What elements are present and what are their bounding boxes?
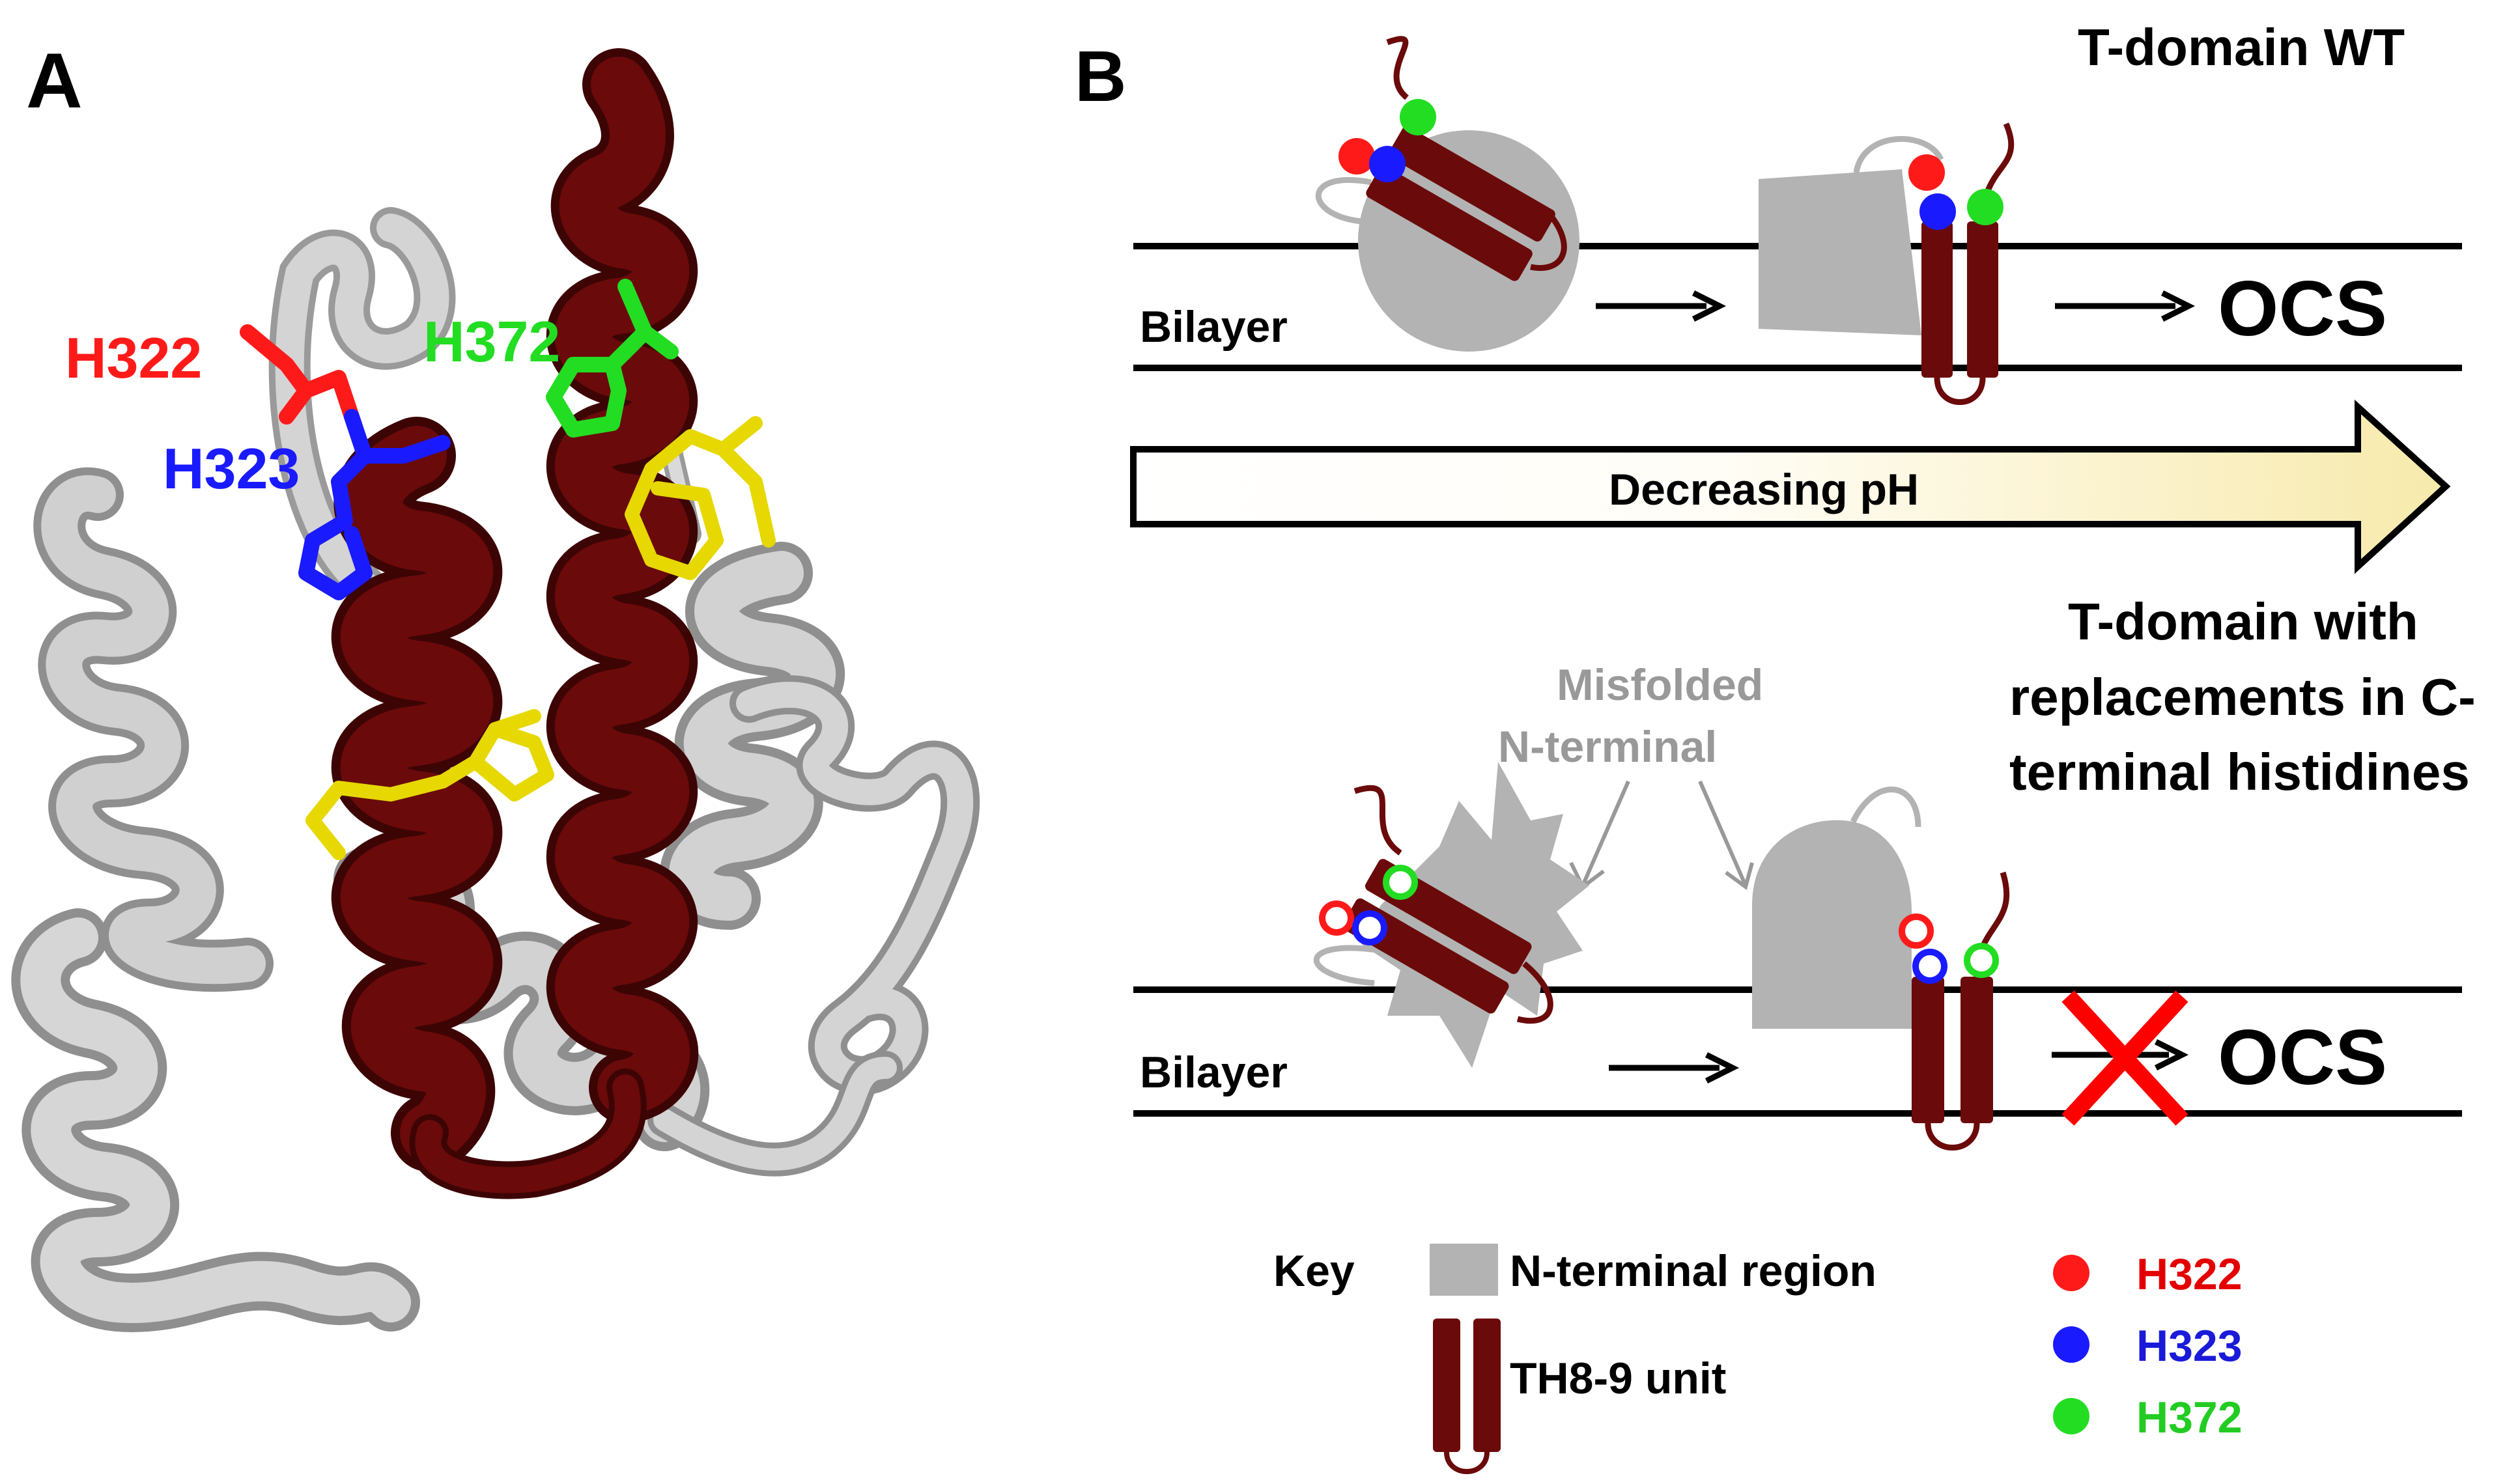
mut-green-ring-1 xyxy=(1383,865,1418,900)
blocked-x xyxy=(2061,990,2188,1126)
key-n-terminal-label: N-terminal region xyxy=(1510,1246,1876,1296)
wt-inserted-state xyxy=(1759,122,2015,405)
mutant-title-line-2: replacements in C- xyxy=(2009,668,2476,726)
yellow-side-chains xyxy=(305,416,776,860)
misfolded-line-2: N-terminal xyxy=(1498,722,1717,772)
misfolded-line-1: Misfolded xyxy=(1557,660,1763,710)
mutant-title: T-domain with replacements in C- termina… xyxy=(2009,593,2476,801)
wt-title: T-domain WT xyxy=(2078,18,2405,76)
key-green-dot xyxy=(2053,1398,2089,1434)
bilayer-top-label: Bilayer xyxy=(1140,302,1288,352)
wt-green-dot-1 xyxy=(1400,99,1436,135)
wt-green-dot-2 xyxy=(1967,189,2003,225)
panel-b: B T-domain WT Bilayer xyxy=(1075,18,2476,1474)
decreasing-ph-label: Decreasing pH xyxy=(1609,465,1919,514)
protein-gray-ribbons xyxy=(11,207,980,1332)
label-h323: H323 xyxy=(163,436,300,501)
wt-folded-state xyxy=(1315,36,1579,352)
wt-blue-dot-2 xyxy=(1919,193,1956,230)
label-h372: H372 xyxy=(423,309,560,374)
key-h322: H322 xyxy=(2136,1250,2243,1299)
bilayer-bottom-label: Bilayer xyxy=(1140,1048,1288,1097)
key-th89-label: TH8-9 unit xyxy=(1510,1354,1726,1403)
mutant-title-line-1: T-domain with xyxy=(2068,593,2418,650)
h323-side-chain xyxy=(298,409,373,600)
panel-a: A xyxy=(11,37,980,1332)
label-h322: H322 xyxy=(65,326,202,390)
mutant-inserted-state xyxy=(1752,787,2010,1151)
mutant-misfolded-state xyxy=(1313,762,1589,1068)
wt-blue-dot-1 xyxy=(1369,146,1406,182)
mut-green-ring-2 xyxy=(1964,943,1999,978)
key-blue-dot xyxy=(2053,1326,2089,1363)
key-red-dot xyxy=(2053,1255,2089,1291)
his-side-chains xyxy=(240,279,679,600)
mut-blue-ring-1 xyxy=(1352,910,1387,945)
wt-ocs: OCS xyxy=(2218,265,2387,352)
key-h323: H323 xyxy=(2136,1321,2243,1371)
wt-red-dot-2 xyxy=(1908,154,1945,191)
key-n-terminal-swatch xyxy=(1430,1244,1498,1296)
mut-blue-ring-2 xyxy=(1912,949,1947,984)
wt-red-dot-1 xyxy=(1338,138,1375,175)
h372-side-chain xyxy=(546,279,653,438)
key-th89-swatch xyxy=(1433,1319,1501,1474)
mut-red-ring-1 xyxy=(1319,901,1354,936)
misfolded-label: Misfolded N-terminal xyxy=(1498,660,1763,891)
key: Key N-terminal region TH8-9 unit H322 H3… xyxy=(1273,1244,2243,1474)
mut-red-ring-2 xyxy=(1899,914,1934,949)
panel-b-label: B xyxy=(1075,36,1126,117)
key-h372: H372 xyxy=(2136,1393,2243,1442)
protein-dark-helices xyxy=(331,48,699,1199)
key-title: Key xyxy=(1273,1246,1355,1296)
decreasing-ph-arrow xyxy=(1130,399,2451,574)
mutant-ocs: OCS xyxy=(2218,1014,2387,1101)
mutant-title-line-3: terminal histidines xyxy=(2009,743,2470,801)
panel-a-label: A xyxy=(26,37,83,124)
